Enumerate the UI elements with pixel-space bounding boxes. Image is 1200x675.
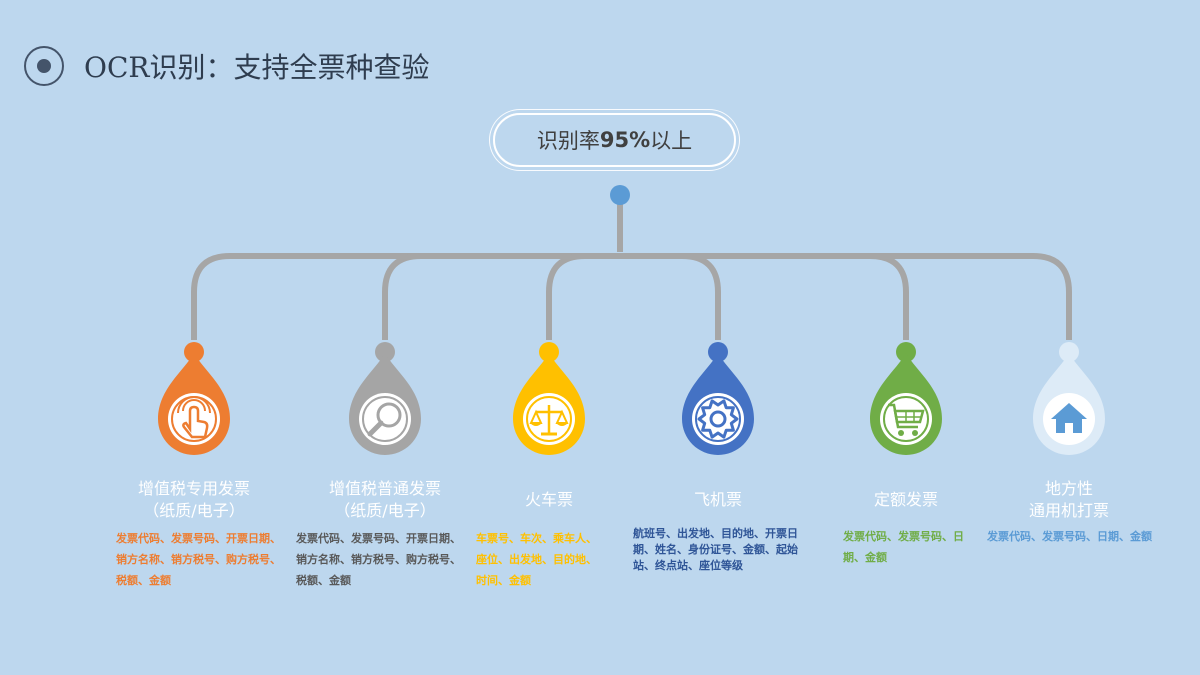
category-name-line2: （纸质/电子） bbox=[143, 501, 245, 520]
category-name: 增值税普通发票 （纸质/电子） bbox=[280, 478, 490, 522]
title-text: OCR识别：支持全票种查验 bbox=[84, 51, 430, 84]
rate-value: 95% bbox=[599, 128, 651, 152]
middle-branch bbox=[382, 253, 909, 340]
slide-title: OCR识别：支持全票种查验 bbox=[24, 44, 429, 88]
branch-node-dot bbox=[539, 342, 559, 362]
category-name: 飞机票 bbox=[613, 489, 823, 511]
cart-icon bbox=[888, 403, 925, 436]
scale-icon bbox=[529, 405, 569, 436]
magnifier-icon bbox=[367, 402, 402, 437]
category-fields: 航班号、出发地、目的地、开票日期、姓名、身份证号、金额、起始站、终点站、座位等级 bbox=[633, 527, 798, 572]
hand-touch-icon bbox=[177, 396, 211, 439]
icon-ring bbox=[883, 396, 929, 442]
icon-ring bbox=[526, 396, 572, 442]
category-name-line1: 飞机票 bbox=[693, 490, 742, 509]
branch-node-dot bbox=[896, 342, 916, 362]
outer-branch bbox=[191, 253, 1072, 340]
title-bullet-icon bbox=[24, 46, 64, 86]
icon-ring bbox=[695, 396, 741, 442]
category-fields: 发票代码、发票号码、日期、金额 bbox=[843, 530, 964, 564]
category-name-line1: 地方性 bbox=[1044, 479, 1093, 498]
icon-ring bbox=[1046, 396, 1092, 442]
category-name-line2: 通用机打票 bbox=[1028, 501, 1109, 520]
category-name-line1: 火车票 bbox=[524, 490, 573, 509]
category-name-line1: 增值税普通发票 bbox=[328, 479, 441, 498]
category-name-line1: 增值税专用发票 bbox=[137, 479, 250, 498]
branch-node-dot bbox=[184, 342, 204, 362]
category-fields: 发票代码、发票号码、日期、金额 bbox=[987, 530, 1152, 543]
gear-icon bbox=[697, 399, 739, 439]
category-name-line2: （纸质/电子） bbox=[334, 501, 436, 520]
rate-prefix: 识别率 bbox=[536, 129, 600, 153]
inner-branch bbox=[546, 253, 721, 340]
category-fields: 车票号、车次、乘车人、座位、出发地、目的地、时间、金额 bbox=[476, 532, 597, 587]
category-name-line1: 定额发票 bbox=[873, 490, 938, 509]
category-fields: 发票代码、发票号码、开票日期、销方名称、销方税号、购方税号、税额、金额 bbox=[116, 532, 281, 587]
category-name: 火车票 bbox=[444, 489, 654, 511]
branch-node-dot bbox=[708, 342, 728, 362]
category-name: 地方性通用机打票 bbox=[964, 478, 1174, 522]
icon-ring bbox=[362, 396, 408, 442]
branch-node-dot bbox=[1059, 342, 1079, 362]
category-name: 定额发票 bbox=[801, 489, 1011, 511]
root-dot bbox=[610, 185, 630, 205]
branch-node-dot bbox=[375, 342, 395, 362]
category-fields: 发票代码、发票号码、开票日期、销方名称、销方税号、购方税号、税额、金额 bbox=[296, 532, 461, 587]
home-icon bbox=[1051, 403, 1087, 433]
rate-suffix: 以上 bbox=[650, 129, 693, 153]
icon-disc bbox=[692, 393, 744, 445]
category-name: 增值税专用发票 （纸质/电子） bbox=[89, 478, 299, 522]
icon-disc bbox=[359, 393, 411, 445]
